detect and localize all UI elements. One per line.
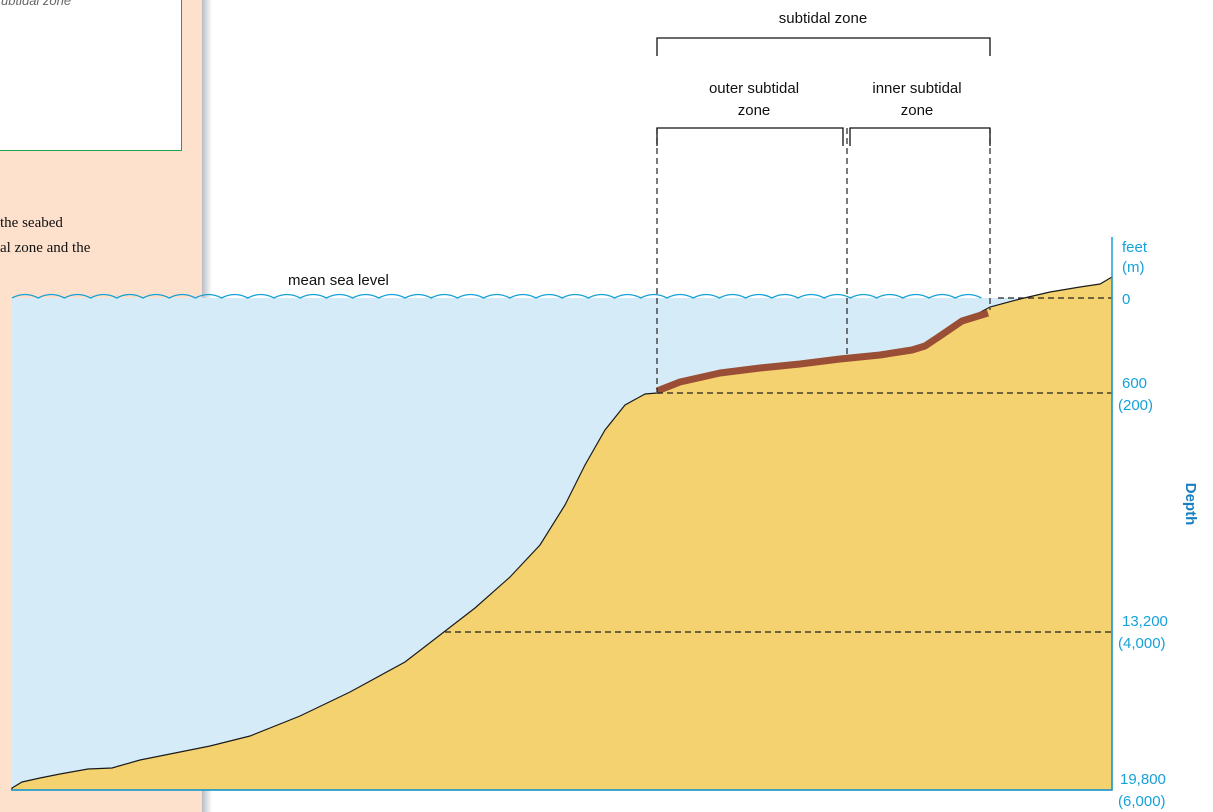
depth-tick-19800-feet: 19,800 (1120, 771, 1166, 788)
depth-axis-title: Depth (1182, 483, 1199, 526)
sidebar-caption-box: ubtidal zone (0, 0, 182, 151)
depth-tick-13200-feet: 13,200 (1122, 613, 1168, 630)
depth-tick-13200-meters: (4,000) (1118, 635, 1166, 652)
depth-unit-feet: feet (1122, 239, 1148, 256)
sidebar-text-line-2: al zone and the (0, 240, 91, 256)
inner-subtidal-label-line-2: zone (901, 102, 934, 119)
subtidal-seabed-highlight (655, 309, 990, 395)
depth-unit-meters: (m) (1122, 259, 1145, 276)
mean-sea-level-label: mean sea level (288, 272, 389, 289)
subtidal-zone-bracket (656, 37, 991, 56)
subtidal-zone-label: subtidal zone (779, 10, 867, 27)
inner-subtidal-label-line-1: inner subtidal (872, 80, 961, 97)
depth-tick-600-meters: (200) (1118, 397, 1153, 414)
outer-subtidal-bracket (656, 127, 844, 146)
outer-subtidal-label-line-1: outer subtidal (709, 80, 799, 97)
depth-tick-600-feet: 600 (1122, 375, 1147, 392)
depth-tick-19800-meters: (6,000) (1118, 793, 1166, 810)
sidebar-text-line-1: the seabed (0, 215, 63, 231)
seabed (11, 275, 1113, 791)
sidebar-caption-text: ubtidal zone (1, 0, 72, 8)
inner-subtidal-bracket (849, 127, 991, 146)
outer-subtidal-label-line-2: zone (738, 102, 771, 119)
sea-level-wave-line (11, 293, 982, 299)
depth-tick-0-feet: 0 (1122, 291, 1130, 308)
